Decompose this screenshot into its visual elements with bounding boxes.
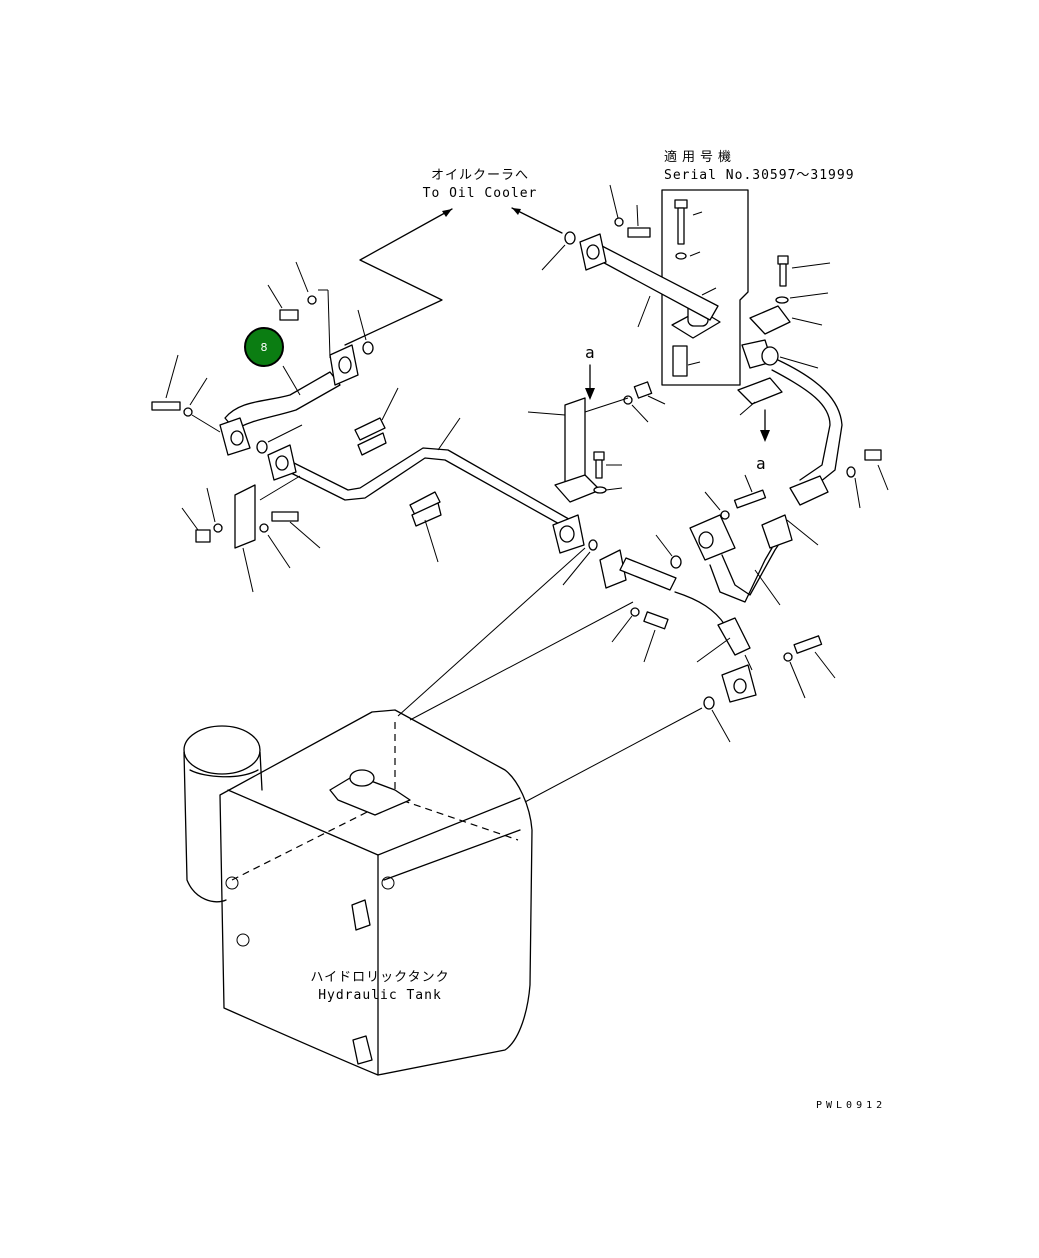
drawing-code: PWL0912 xyxy=(816,1100,887,1111)
right-bolts xyxy=(704,449,889,520)
oil-cooler-label-jp: オイルクーラへ xyxy=(430,168,529,183)
oil-cooler-label-en: To Oil Cooler xyxy=(422,186,538,201)
center-bracket xyxy=(527,364,666,503)
hydraulic-tank-label-jp: ハイドロリックタンク xyxy=(310,970,450,985)
upper-right-pipe xyxy=(541,184,719,328)
applicable-serial-label-jp: 適用号機 xyxy=(664,150,737,165)
middle-right-pipe xyxy=(689,514,819,606)
oil-cooler-leader xyxy=(344,207,563,346)
main-elbow-pipe-8 xyxy=(151,261,374,456)
serial-inset-box xyxy=(661,189,749,386)
part-callout-8[interactable]: 8 xyxy=(244,327,284,367)
tank-leader-lines xyxy=(397,547,703,803)
hydraulic-tank xyxy=(183,709,533,1076)
hydraulic-tank-label-en: Hydraulic Tank xyxy=(318,988,442,1003)
u-bolts xyxy=(354,387,442,563)
part-callout-number: 8 xyxy=(260,340,268,354)
view-a-label-right: a xyxy=(756,454,767,473)
right-hose-assembly xyxy=(737,255,843,506)
left-bracket xyxy=(181,475,321,593)
long-pipe xyxy=(267,417,585,554)
view-a-label-top: a xyxy=(585,343,596,362)
serial-range-label: Serial No.30597～31999 xyxy=(664,168,855,183)
lower-center-pipe xyxy=(562,534,836,743)
